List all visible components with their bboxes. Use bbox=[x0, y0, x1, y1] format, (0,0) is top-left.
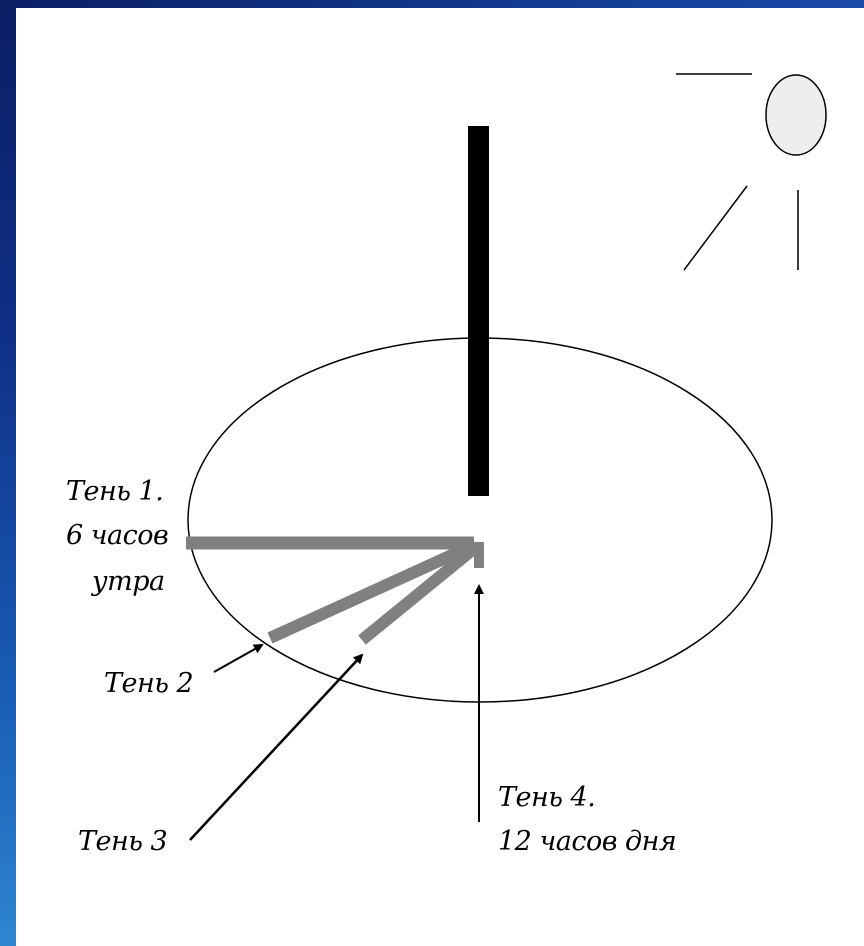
gnomon-stick bbox=[468, 126, 489, 496]
label-shadow-4-time: 12 часов дня bbox=[498, 826, 676, 858]
label-shadow-1-title: Тень 1. bbox=[66, 476, 163, 508]
arrow-shadow-3 bbox=[190, 655, 362, 840]
label-shadow-4-title: Тень 4. bbox=[498, 782, 595, 814]
shadow-2-bar bbox=[270, 545, 474, 638]
label-shadow-3: Тень 3 bbox=[78, 826, 167, 858]
label-shadow-2: Тень 2 bbox=[104, 668, 193, 700]
sun-icon bbox=[676, 74, 826, 270]
label-shadow-1-period: утра bbox=[92, 566, 165, 598]
arrow-shadow-2 bbox=[214, 645, 262, 672]
label-shadow-1-time: 6 часов bbox=[66, 520, 168, 552]
